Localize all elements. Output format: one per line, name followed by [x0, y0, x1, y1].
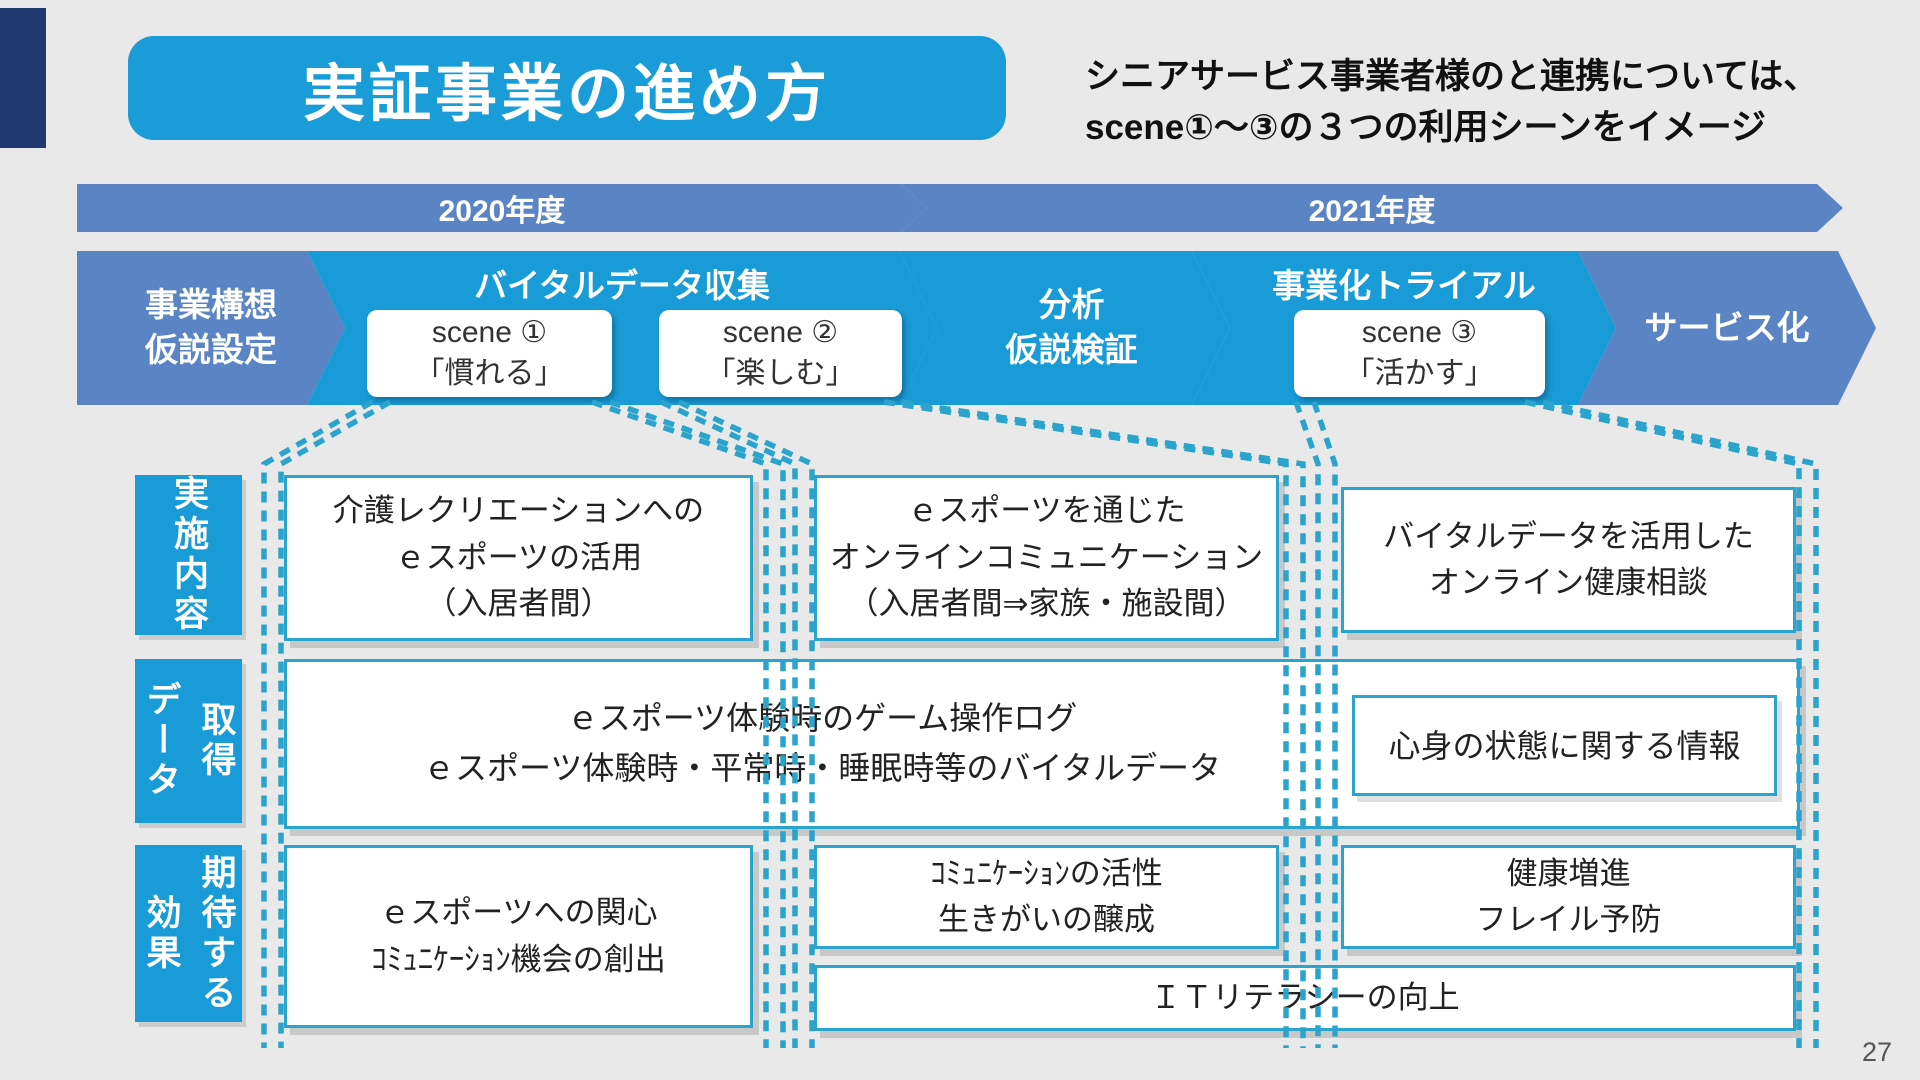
- box-line: ｺﾐｭﾆｹｰｼｮﾝ機会の創出: [371, 941, 666, 977]
- row-label-data: 取得 データ: [135, 659, 242, 823]
- box-line: 介護レクリエーションへの: [332, 493, 705, 529]
- box-line: オンラインコミュニケーション: [829, 539, 1264, 575]
- step3-line1: 分析: [1038, 286, 1105, 324]
- header-note-line2: scene①～③の３つの利用シーンをイメージ: [1085, 107, 1767, 147]
- timeline-fy2021-label: 2021年度: [1308, 195, 1436, 228]
- scene2-line2: 「楽しむ」: [705, 356, 856, 390]
- row-label-implementation: 実施内容: [135, 475, 242, 635]
- data-inner-box: 心身の状態に関する情報: [1352, 695, 1777, 796]
- step2-title: バイタルデータ収集: [474, 267, 770, 304]
- box-line: ｅスポーツ体験時のゲーム操作ログ: [566, 700, 1078, 737]
- row-label-expected: 期待する 効果: [135, 845, 242, 1022]
- expected-box-3: 健康増進 フレイル予防: [1341, 845, 1796, 949]
- box-line: ｅスポーツへの関心: [379, 895, 658, 930]
- scene1-box: scene ① 「慣れる」: [367, 310, 612, 397]
- data-box-wide: ｅスポーツ体験時のゲーム操作ログ ｅスポーツ体験時・平常時・睡眠時等のバイタルデ…: [284, 659, 1800, 829]
- box-line: ＩＴリテラシーの向上: [1150, 979, 1460, 1015]
- expected-box-2: ｺﾐｭﾆｹｰｼｮﾝの活性 生きがいの醸成: [814, 845, 1279, 949]
- box-line: （入居者間⇒家族・施設間）: [847, 586, 1246, 622]
- scene2-box: scene ② 「楽しむ」: [659, 310, 902, 397]
- step3-line2: 仮説検証: [1005, 331, 1138, 368]
- navy-accent-bar: [0, 8, 46, 148]
- box-line: ｅスポーツ体験時・平常時・睡眠時等のバイタルデータ: [422, 750, 1222, 786]
- timeline-fy2020-label: 2020年度: [438, 195, 566, 228]
- step5-label: サービス化: [1644, 308, 1810, 346]
- timeline-arrow-fy2020: 2020年度: [77, 184, 927, 232]
- box-line: 健康増進: [1506, 855, 1631, 891]
- title-banner: 実証事業の進め方: [128, 36, 1006, 140]
- scene1-line1: scene ①: [431, 316, 548, 349]
- step1-line2: 仮説設定: [145, 331, 277, 368]
- step1-line1: 事業構想: [145, 286, 277, 324]
- timeline-arrow-fy2021: 2021年度: [901, 184, 1843, 232]
- scene3-box: scene ③ 「活かす」: [1294, 310, 1545, 397]
- scene3-line2: 「活かす」: [1344, 356, 1495, 390]
- page-title: 実証事業の進め方: [302, 60, 831, 129]
- implementation-box-2: ｅスポーツを通じた オンラインコミュニケーション （入居者間⇒家族・施設間）: [814, 475, 1279, 641]
- step4-title: 事業化トライアル: [1272, 267, 1536, 304]
- box-line: 生きがいの醸成: [938, 902, 1155, 937]
- data-label-col-right: 取得: [196, 701, 236, 781]
- box-line: ｅスポーツを通じた: [907, 493, 1186, 529]
- implementation-box-3: バイタルデータを活用した オンライン健康相談: [1341, 487, 1796, 633]
- header-note: シニアサービス事業者様のと連携については、 scene①～③の３つの利用シーンを…: [1085, 52, 1885, 154]
- scene3-line1: scene ③: [1361, 316, 1478, 349]
- implementation-box-1: 介護レクリエーションへの ｅスポーツの活用 （入居者間）: [284, 475, 753, 641]
- page-number: 27: [1861, 1037, 1892, 1067]
- scene1-line2: 「慣れる」: [414, 356, 565, 390]
- process-step1-arrow: 事業構想 仮説設定: [77, 251, 345, 405]
- header-note-line1: シニアサービス事業者様のと連携については、: [1085, 57, 1819, 96]
- scene2-line1: scene ②: [722, 316, 839, 349]
- expected-label-col-right: 期待する: [196, 853, 236, 1014]
- process-step5-arrow: サービス化: [1578, 251, 1876, 405]
- implementation-label: 実施内容: [169, 475, 208, 635]
- data-label-col-left: データ: [141, 681, 181, 801]
- box-line: フレイル予防: [1475, 902, 1662, 937]
- data-box-text: ｅスポーツ体験時のゲーム操作ログ ｅスポーツ体験時・平常時・睡眠時等のバイタルデ…: [317, 662, 1327, 826]
- box-line: ｅスポーツの活用: [394, 539, 643, 575]
- process-step3-arrow: 分析 仮説検証: [899, 251, 1230, 405]
- expected-box-1: ｅスポーツへの関心 ｺﾐｭﾆｹｰｼｮﾝ機会の創出: [284, 845, 753, 1028]
- box-line: バイタルデータを活用した: [1383, 518, 1754, 554]
- box-line: ｺﾐｭﾆｹｰｼｮﾝの活性: [930, 855, 1163, 891]
- box-line: オンライン健康相談: [1429, 565, 1708, 600]
- box-line: （入居者間）: [425, 586, 612, 622]
- box-line: 心身の状態に関する情報: [1388, 727, 1741, 764]
- expected-box-wide: ＩＴリテラシーの向上: [814, 965, 1796, 1031]
- expected-label-col-left: 効果: [141, 893, 181, 974]
